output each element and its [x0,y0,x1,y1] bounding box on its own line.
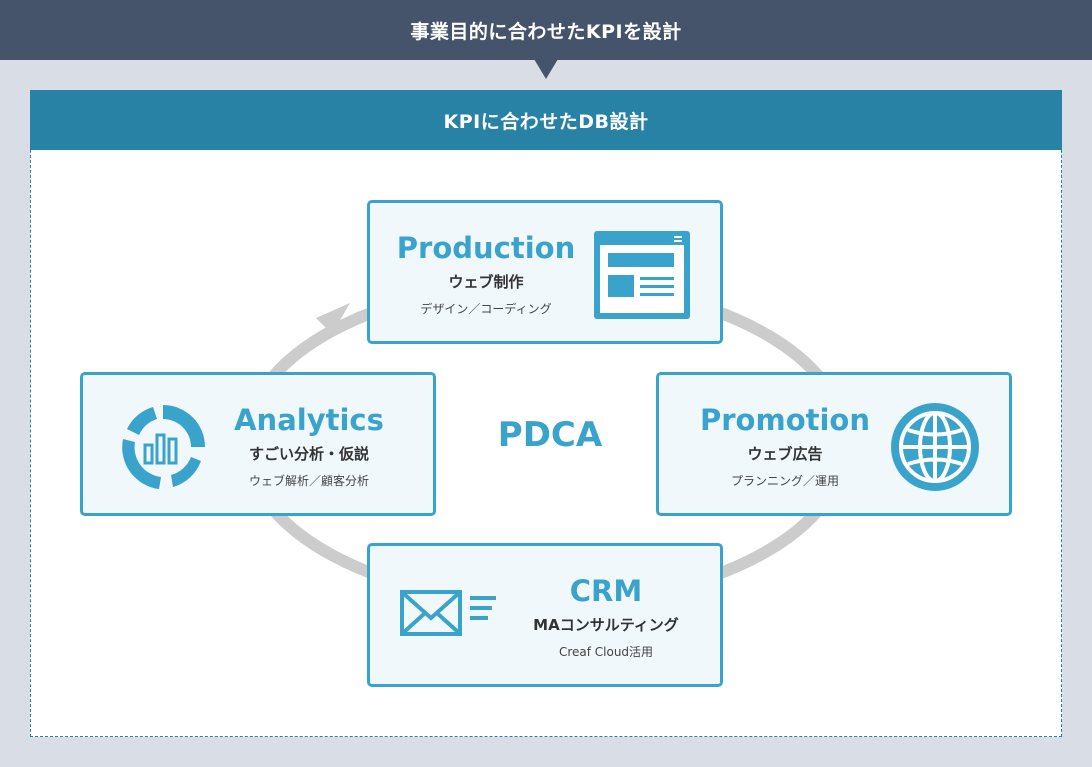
panel-header: KPIに合わせたDB設計 [30,90,1062,150]
analytics-card: Analytics すごい分析・仮説 ウェブ解析／顧客分析 [80,372,436,516]
crm-subtitle: MAコンサルティング [533,616,679,634]
cycle-arrowhead-icon [316,303,350,334]
promotion-card: Promotion ウェブ広告 プランニング／運用 [656,372,1012,516]
top-header-title: 事業目的に合わせたKPIを設計 [410,20,682,43]
web-page-icon [594,231,690,319]
analytics-chart-icon [122,405,205,489]
production-card: Production ウェブ制作 デザイン／コーディング [367,200,723,344]
analytics-desc: ウェブ解析／顧客分析 [248,474,369,488]
analytics-title: Analytics [234,403,384,437]
promotion-title: Promotion [700,403,870,437]
production-title: Production [396,231,576,265]
panel-header-title: KPIに合わせたDB設計 [443,110,649,133]
top-header: 事業目的に合わせたKPIを設計 [0,0,1092,60]
globe-icon [891,403,979,491]
production-subtitle: ウェブ制作 [448,273,524,291]
promotion-desc: プランニング／運用 [730,474,839,488]
analytics-subtitle: すごい分析・仮説 [248,445,369,463]
production-desc: デザイン／コーディング [420,302,552,316]
crm-card: CRM MAコンサルティング Creaf Cloud活用 [367,543,723,687]
mail-icon [400,590,496,636]
pdca-label: PDCA [497,415,603,455]
down-arrow-icon [534,59,558,79]
crm-desc: Creaf Cloud活用 [558,645,654,659]
crm-title: CRM [569,574,643,608]
promotion-subtitle: ウェブ広告 [747,445,823,463]
